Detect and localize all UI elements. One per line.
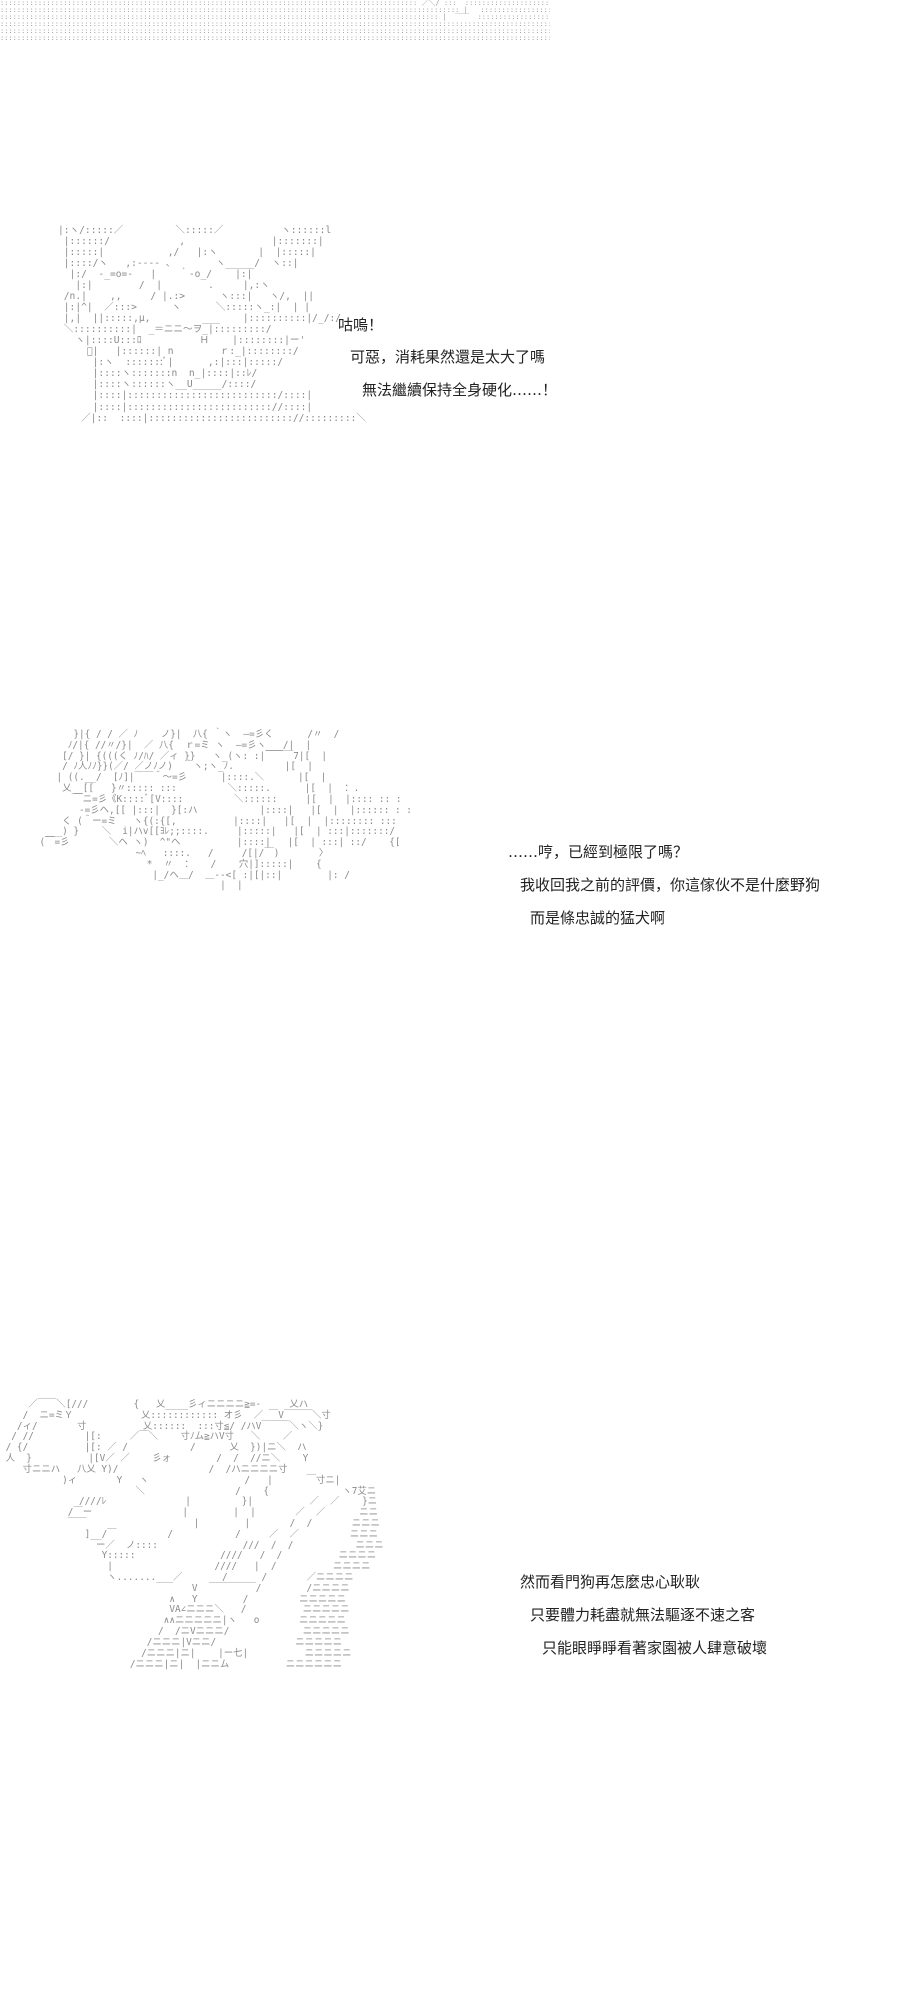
ascii-art-1: |:ヽ/:::::／ ＼:::::／ ヽ::::::l |::::::/ , |… [58, 225, 366, 424]
speech-2-line-2: 我收回我之前的評價，你這傢伙不是什麼野狗 [520, 876, 821, 894]
panel-3: ／￣￣＼[/// { 乂____彡ィニニニニ≧=- 乂ハ / ニ=ミＹ 乂:::… [0, 1399, 902, 1920]
top-art-strip: ::::::::::::::::::::::::::::::::::::::::… [0, 0, 550, 52]
speech-3-line-3: 只能眼睜睜看著家園被人肆意破壞 [542, 1639, 768, 1657]
panel-1: |:ヽ/:::::／ ＼:::::／ ヽ::::::l |::::::/ , |… [0, 225, 902, 565]
speech-1-line-1: 咕嗚！ [338, 316, 384, 334]
ascii-art-top: ::::::::::::::::::::::::::::::::::::::::… [0, 0, 550, 42]
speech-3-line-2: 只要體力耗盡就無法驅逐不速之客 [530, 1606, 756, 1624]
speech-1-line-3: 無法繼續保持全身硬化……！ [362, 381, 558, 399]
panel-2: }|{ / / ／ ﾉ ノ}| 八{ ｀ヽ ―=彡く /〃 / ﾉ/|{ //〃… [0, 729, 902, 1210]
ascii-art-2: }|{ / / ／ ﾉ ノ}| 八{ ｀ヽ ―=彡く /〃 / ﾉ/|{ //〃… [39, 729, 821, 927]
speech-1-line-2: 可惡，消耗果然還是太大了嗎 [350, 348, 546, 366]
speech-2-line-1: ……哼，已經到極限了嗎？ [508, 843, 689, 861]
speech-3-line-1: 然而看門狗再怎麼忠心耿耿 [520, 1573, 701, 1591]
ascii-art-3: ／￣￣＼[/// { 乂____彡ィニニニニ≧=- 乂ハ / ニ=ミＹ 乂:::… [5, 1399, 384, 1670]
speech-2-line-3: 而是條忠誠的猛犬啊 [530, 909, 666, 927]
